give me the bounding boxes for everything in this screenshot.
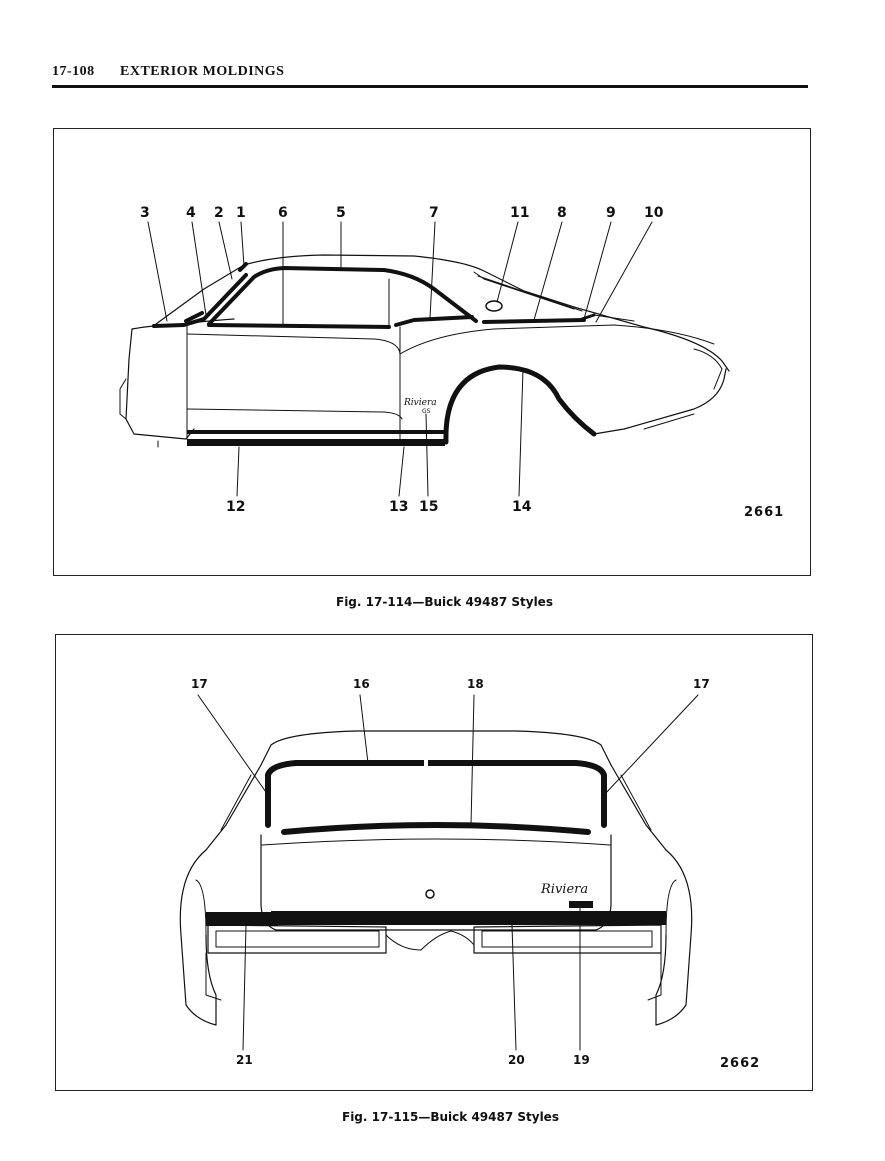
svg-text:Riviera: Riviera [403,398,437,408]
svg-text:GS: GS [422,408,431,415]
callout-10: 10 [644,205,664,221]
callout-5: 5 [336,205,346,221]
callout-6: 6 [278,205,288,221]
car-rear-illustration: Riviera [179,694,699,1051]
callout-11: 11 [510,205,530,221]
callout-21: 21 [236,1053,253,1067]
callout-4: 4 [186,205,196,221]
callout-1: 1 [236,205,246,221]
callout-2: 2 [214,205,224,221]
figure-rear-view: Riviera 17 16 18 17 21 20 19 2662 [55,634,813,1091]
callout-8: 8 [557,205,567,221]
callout-20: 20 [508,1053,525,1067]
callout-17-right: 17 [693,677,710,691]
callout-3: 3 [140,205,150,221]
figure-number: 2662 [720,1056,761,1071]
figure-number: 2661 [744,505,785,520]
callout-15: 15 [419,499,439,515]
callout-13: 13 [389,499,409,515]
figure-side-view: Riviera GS 3 4 2 1 6 5 7 11 8 9 10 12 13… [53,128,811,576]
page-number: 17-108 [52,64,95,79]
header-rule [52,85,808,88]
callout-16: 16 [353,677,370,691]
figure-caption: Fig. 17-114—Buick 49487 Styles [336,595,553,609]
callout-14: 14 [512,499,532,515]
callout-12: 12 [226,499,246,515]
section-title: EXTERIOR MOLDINGS [120,64,285,79]
figure-caption: Fig. 17-115—Buick 49487 Styles [342,1110,559,1124]
callout-17-left: 17 [191,677,208,691]
callout-18: 18 [467,677,484,691]
car-side-illustration: Riviera GS [119,221,730,497]
callout-7: 7 [429,205,439,221]
callout-9: 9 [606,205,616,221]
callout-19: 19 [573,1053,590,1067]
svg-text:Riviera: Riviera [540,882,588,897]
